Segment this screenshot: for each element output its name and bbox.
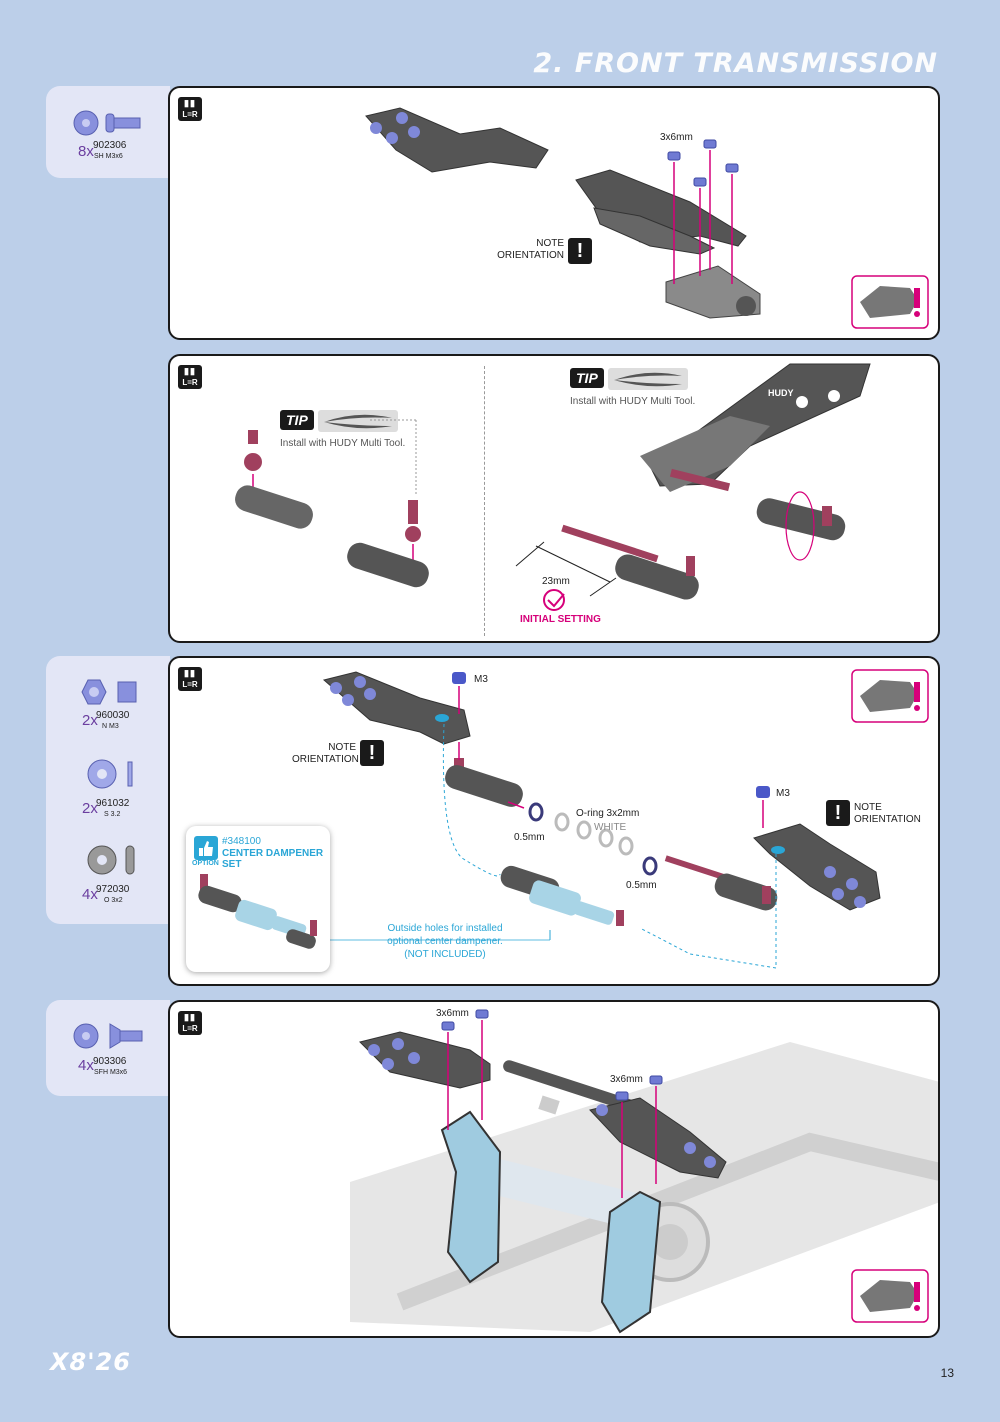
screw-size-label-2: 3x6mm (610, 1074, 643, 1085)
multi-tool-icon (608, 368, 688, 390)
part-qty: 8x (78, 143, 94, 160)
nut-icon (81, 679, 137, 705)
multi-tool-icon (318, 410, 398, 432)
exclamation-icon: ! (568, 238, 592, 264)
part-code: 902306 (93, 140, 127, 151)
part-code: 972030 (96, 884, 130, 895)
chassis-mount-diagram (350, 1009, 938, 1334)
exclamation-icon: ! (360, 740, 384, 766)
parts-bag-4: 4x 903306 SFH M3x6 (46, 1000, 170, 1096)
option-code: #348100 (222, 836, 261, 847)
shim-label-left: 0.5mm (514, 832, 545, 843)
left-equals-right-badge: ▮▮L=R (178, 667, 202, 691)
screw-sfh-icon (73, 1023, 143, 1049)
part-desc: O 3x2 (104, 897, 123, 904)
part-desc: S 3.2 (104, 811, 121, 818)
tip-text: Install with HUDY Multi Tool. (280, 438, 406, 449)
screw-size-label-1: 3x6mm (436, 1008, 469, 1019)
panel-divider (484, 366, 485, 636)
part-code: 960030 (96, 710, 130, 721)
step-panel-2: ▮▮L=R TIP Install with HUDY Multi Tool. (168, 354, 940, 643)
left-equals-right-badge: ▮▮L=R (178, 1011, 202, 1035)
part-qty: 4x (78, 1057, 94, 1074)
nut-label-right: M3 (776, 788, 790, 799)
parts-bag-1: 8x 902306 SH M3x6 (46, 86, 170, 178)
left-equals-right-badge: ▮▮L=R (178, 365, 202, 389)
option-card: OPTION #348100 CENTER DAMPENER SET (186, 826, 330, 972)
left-equals-right-badge: ▮▮L=R (178, 97, 202, 121)
center-dampener-diagram (198, 874, 317, 949)
ball-stud-install-diagram (235, 363, 902, 611)
part-code: 961032 (96, 798, 130, 809)
option-badge: OPTION (192, 860, 219, 867)
tip-box-left: TIP Install with HUDY Multi Tool. (280, 410, 405, 449)
part-desc: SFH M3x6 (94, 1069, 128, 1076)
tip-text: Install with HUDY Multi Tool. (570, 396, 696, 407)
parts-bag-3: 2x 960030 N M3 2x 961032 S 3.2 4x 972030… (46, 656, 170, 924)
o-ring-label: O-ring 3x2mm (576, 808, 640, 819)
tool-brand-label: HUDY (768, 388, 794, 398)
option-name: CENTER DAMPENER SET (222, 848, 324, 870)
nut-label-left: M3 (474, 674, 488, 685)
center-link-assembly-diagram (322, 669, 929, 969)
shim-label-right: 0.5mm (626, 880, 657, 891)
page-number: 13 (940, 1366, 954, 1380)
screw-sh-icon (73, 110, 141, 136)
o-ring-color: WHITE (594, 822, 627, 833)
tip-badge: TIP (570, 368, 604, 388)
o-ring-icon (87, 845, 135, 875)
part-qty: 2x (82, 712, 98, 729)
step-panel-3: ▮▮L=R (168, 656, 940, 986)
tip-badge: TIP (280, 410, 314, 430)
part-qty: 2x (82, 800, 98, 817)
shim-icon (87, 759, 133, 789)
outside-holes-text: Outside holes for installed optional cen… (387, 923, 503, 960)
thumbs-up-icon (194, 836, 218, 860)
length-label: 23mm (542, 576, 570, 587)
exclamation-icon: ! (826, 800, 850, 826)
tip-box-right: TIP Install with HUDY Multi Tool. (570, 368, 695, 407)
front-plate-assembly-diagram (365, 107, 929, 329)
model-logo: X8'26 (50, 1348, 131, 1376)
part-qty: 4x (82, 886, 98, 903)
initial-setting-label: INITIAL SETTING (520, 614, 601, 625)
section-title: 2. FRONT TRANSMISSION (533, 48, 938, 79)
step-panel-4: ▮▮L=R 3x6mm 3x6mm (168, 1000, 940, 1338)
screw-size-label: 3x6mm (660, 132, 693, 143)
part-desc: N M3 (102, 723, 119, 730)
part-code: 903306 (93, 1056, 127, 1067)
part-desc: SH M3x6 (94, 153, 123, 160)
